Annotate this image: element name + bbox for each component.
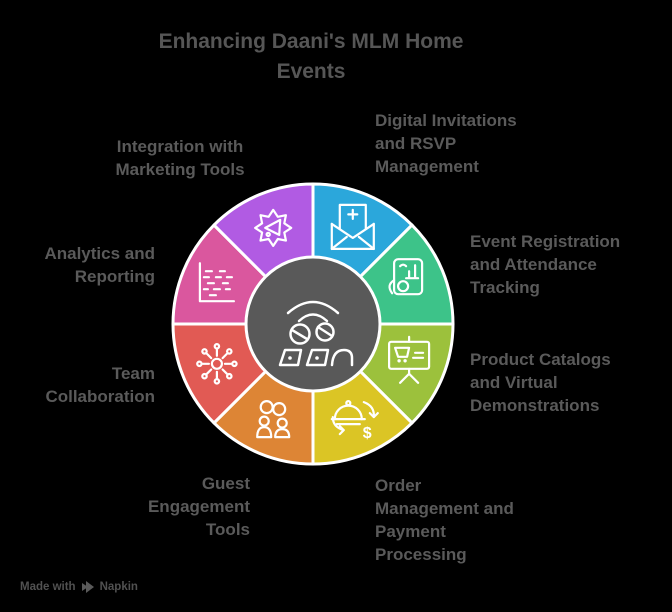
napkin-logo-icon <box>81 581 94 593</box>
made-with-napkin[interactable]: Made with Napkin <box>20 580 138 594</box>
ticket-chart-icon <box>388 258 424 296</box>
label-analytics-reporting: Analytics and Reporting <box>44 244 155 286</box>
benefits-wheel: $ <box>171 182 455 466</box>
page-title: Enhancing Daani's MLM Home Events <box>158 30 464 83</box>
label-guest-engagement: Guest Engagement Tools <box>147 474 250 539</box>
people-rings-icon <box>256 399 291 439</box>
made-with-text: Made with <box>20 581 76 593</box>
napkin-brand-text: Napkin <box>99 581 138 593</box>
label-order-management: Order Management and Payment Processing <box>375 476 514 564</box>
analytics-chart-icon <box>198 262 236 303</box>
envelope-plus-icon <box>330 203 375 251</box>
dollar-glyph: $ <box>363 425 372 442</box>
network-hub-icon <box>196 342 238 385</box>
gear-badge-icon <box>254 208 293 248</box>
label-event-registration: Event Registration and Attendance Tracki… <box>470 232 621 297</box>
label-product-catalogs: Product Catalogs and Virtual Demonstrati… <box>470 350 611 415</box>
cloche-payment-icon: $ <box>330 399 379 442</box>
center-circle <box>244 255 382 393</box>
label-integration-marketing: Integration with Marketing Tools <box>115 137 245 179</box>
label-team-collaboration: Team Collaboration <box>45 364 155 406</box>
presentation-cart-icon <box>387 335 431 384</box>
label-digital-invitations: Digital Invitations and RSVP Management <box>375 111 517 176</box>
virtual-meeting-icon <box>278 300 354 367</box>
